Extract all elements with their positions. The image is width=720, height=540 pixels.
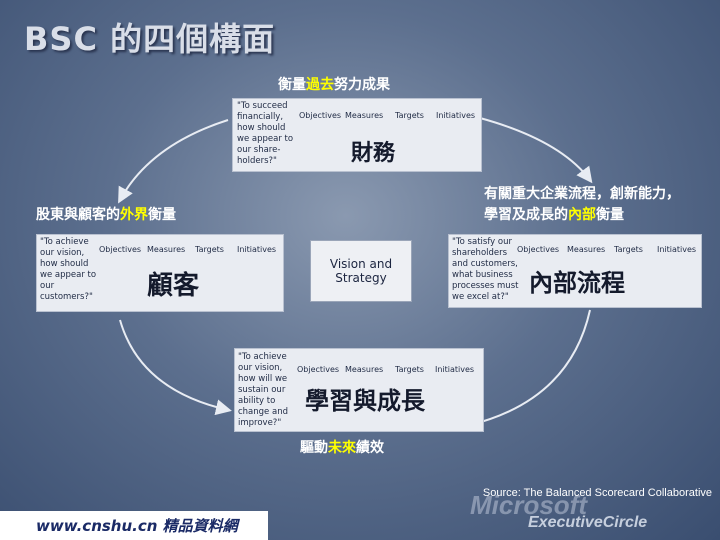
financial-label: 財務 xyxy=(351,140,396,166)
learning-label: 學習與成長 xyxy=(305,386,425,415)
microsoft-logo: Microsoft xyxy=(470,490,587,520)
customer-label: 顧客 xyxy=(147,271,200,301)
internal-col-initiatives: Initiatives xyxy=(657,245,697,254)
internal-box: "To satisfy our shareholders and custome… xyxy=(448,234,702,308)
financial-col-measures: Measures xyxy=(345,111,384,120)
internal-question: "To satisfy our shareholders and custome… xyxy=(452,237,519,302)
right-heading-line1: 有關重大企業流程，創新能力， xyxy=(484,186,680,202)
financial-col-objectives: Objectives xyxy=(299,111,342,120)
executive-circle-logo: ExecutiveCircle xyxy=(528,514,648,531)
right-heading-line2: 學習及成長的內部衡量 xyxy=(484,207,624,223)
page-title: BSC 的四個構面 xyxy=(24,20,276,58)
internal-label: 內部流程 xyxy=(529,268,625,297)
arrow-top-right xyxy=(479,117,593,184)
arrow-bottom-left xyxy=(119,319,232,416)
learning-box: "To achieve our vision, how will we sust… xyxy=(234,348,484,432)
source-note: Source: The Balanced Scorecard Collabora… xyxy=(482,487,712,499)
internal-col-targets: Targets xyxy=(614,245,643,254)
customer-col-initiatives: Initiatives xyxy=(237,245,277,254)
learning-question: "To achieve our vision, how will we sust… xyxy=(238,352,288,428)
customer-col-targets: Targets xyxy=(195,245,224,254)
financial-col-initiatives: Initiatives xyxy=(436,111,476,120)
internal-col-measures: Measures xyxy=(567,245,606,254)
customer-box: "To achieve our vision, how should we ap… xyxy=(36,234,284,312)
customer-col-objectives: Objectives xyxy=(99,245,142,254)
left-heading: 股東與顧客的外界衡量 xyxy=(36,207,176,223)
financial-box: "To succeed financially, how should we a… xyxy=(232,98,482,172)
footer-url[interactable]: www.cnshu.cn 精品資料網 xyxy=(0,511,268,540)
top-heading: 衡量過去努力成果 xyxy=(278,77,390,93)
arrow-bottom-right xyxy=(466,309,591,430)
vision-strategy-box: Vision and Strategy xyxy=(310,240,412,302)
financial-question: "To succeed financially, how should we a… xyxy=(237,101,294,166)
learning-col-targets: Targets xyxy=(395,365,424,374)
arrow-top-left xyxy=(118,119,229,204)
learning-col-measures: Measures xyxy=(345,365,384,374)
financial-col-targets: Targets xyxy=(395,111,424,120)
customer-question: "To achieve our vision, how should we ap… xyxy=(40,237,97,302)
learning-col-objectives: Objectives xyxy=(297,365,340,374)
learning-col-initiatives: Initiatives xyxy=(435,365,475,374)
internal-col-objectives: Objectives xyxy=(517,245,560,254)
customer-col-measures: Measures xyxy=(147,245,186,254)
bottom-heading: 驅動未來績效 xyxy=(300,440,384,456)
